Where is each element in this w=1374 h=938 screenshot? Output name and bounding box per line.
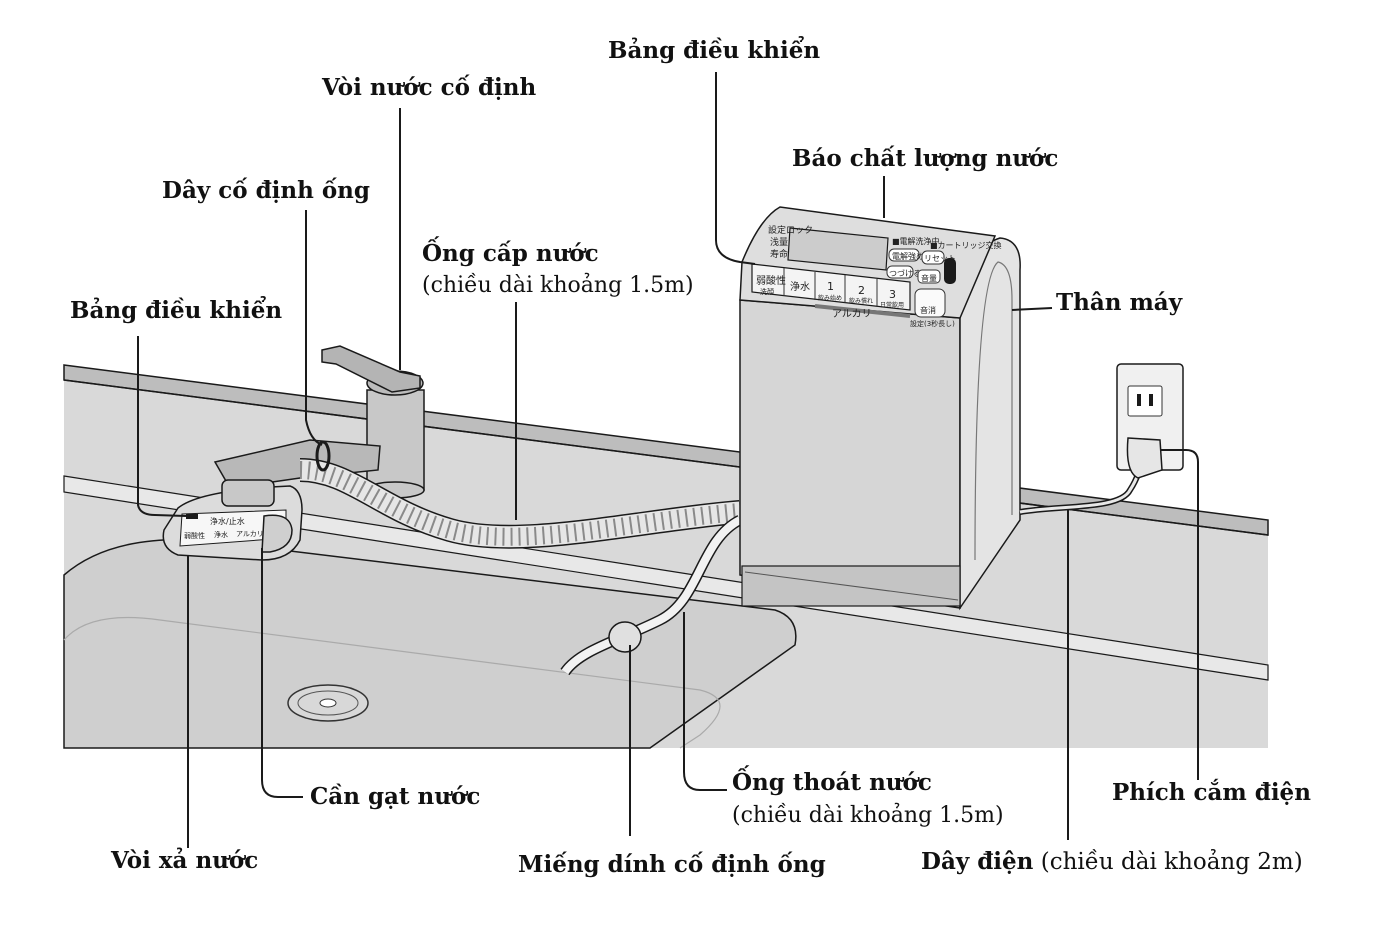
water-purifier-body: 設定ロック 浅量 寿命 ■電解洗浄中 ■カートリッジ交換 電解強め リセット つ… [739, 206, 1021, 611]
mode-2-sub: 飲み慣れ [849, 297, 873, 305]
panel-indicator-a: ■電解洗浄中 [892, 236, 940, 246]
label-drain-hose-length: (chiều dài khoảng 1.5m) [732, 803, 1004, 828]
faucet-panel-text-d: アルカリ [236, 530, 264, 538]
mode-1-label: 1 [827, 280, 834, 293]
leader-main-body [1011, 307, 1053, 311]
label-spout: Vòi xả nước [111, 847, 259, 874]
water-quality-display: 設定ロック 浅量 寿命 ■電解洗浄中 ■カートリッジ交換 電解強め リセット つ… [768, 224, 1002, 284]
label-control-panel-top: Bảng điều khiển [608, 37, 821, 64]
drain-hose [560, 515, 743, 676]
sound-button-label: 音消 [920, 305, 936, 315]
panel-left-label-2: 浅量 [770, 236, 788, 248]
panel-indicator-b: ■カートリッジ交換 [930, 240, 1002, 250]
label-adhesive-pad: Miếng dính cố định ống [518, 851, 826, 878]
tsuzukeru-button-label: つづける [889, 269, 921, 278]
supply-hose [299, 458, 741, 549]
label-water-lever: Cần gạt nước [310, 783, 481, 810]
label-supply-hose: Ống cấp nước [422, 240, 599, 267]
sink-drain [287, 684, 369, 722]
alkali-label: アルカリ [832, 308, 872, 320]
leader-power-plug [1160, 449, 1199, 780]
power-cord [1019, 437, 1163, 515]
label-power-cord-length: (chiều dài khoảng 2m) [1040, 849, 1303, 875]
leader-control-panel-left [137, 336, 187, 517]
faucet-panel-text-c: 浄水 [214, 530, 228, 539]
setting-label: 設定(3秒長し) [910, 319, 955, 328]
acid-button-sub: 洗顔 [760, 287, 774, 296]
electrolysis-button-label: 電解強め [892, 251, 924, 261]
label-fixed-faucet: Vòi nước cố định [322, 74, 537, 101]
leader-water-lever [261, 548, 303, 798]
reset-button-label: リセット [924, 254, 956, 263]
leader-lines [137, 72, 1199, 848]
label-water-quality: Báo chất lượng nước [792, 145, 1059, 172]
mode-1-sub: 飲み始め [818, 294, 842, 302]
label-supply-hose-length: (chiều dài khoảng 1.5m) [422, 273, 694, 298]
label-drain-hose: Ống thoát nước [732, 769, 932, 796]
leader-pipe-clip [305, 210, 323, 446]
pure-button-label: 浄水 [790, 280, 810, 293]
label-power-cord: Dây điện (chiều dài khoảng 2m) [921, 848, 1303, 875]
label-control-panel-left: Bảng điều khiển [70, 297, 283, 324]
device-button-row: 弱酸性 洗顔 浄水 1 飲み始め 2 飲み慣れ 3 日常飲用 アルカリ 音消 設… [751, 263, 955, 328]
mode-3-label: 3 [889, 288, 896, 301]
label-main-body: Thân máy [1056, 289, 1183, 316]
leader-drain-hose [683, 612, 727, 791]
label-power-plug: Phích cắm điện [1112, 779, 1311, 806]
volume-button-label: 音量 [921, 273, 937, 283]
faucet-unit: 浄水/止水 弱酸性 浄水 アルカリ [162, 440, 331, 561]
panel-left-label-3: 寿命 [770, 248, 788, 260]
panel-left-label-1: 設定ロック [768, 224, 813, 236]
mode-2-label: 2 [858, 284, 865, 297]
faucet-panel-text-a: 浄水/止水 [210, 516, 245, 526]
acid-button-label: 弱酸性 [756, 274, 786, 287]
mode-3-sub: 日常飲用 [880, 301, 904, 309]
label-pipe-clip: Dây cố định ống [162, 177, 370, 204]
leader-control-panel-top [715, 72, 756, 265]
faucet-panel-text-b: 弱酸性 [184, 531, 205, 540]
